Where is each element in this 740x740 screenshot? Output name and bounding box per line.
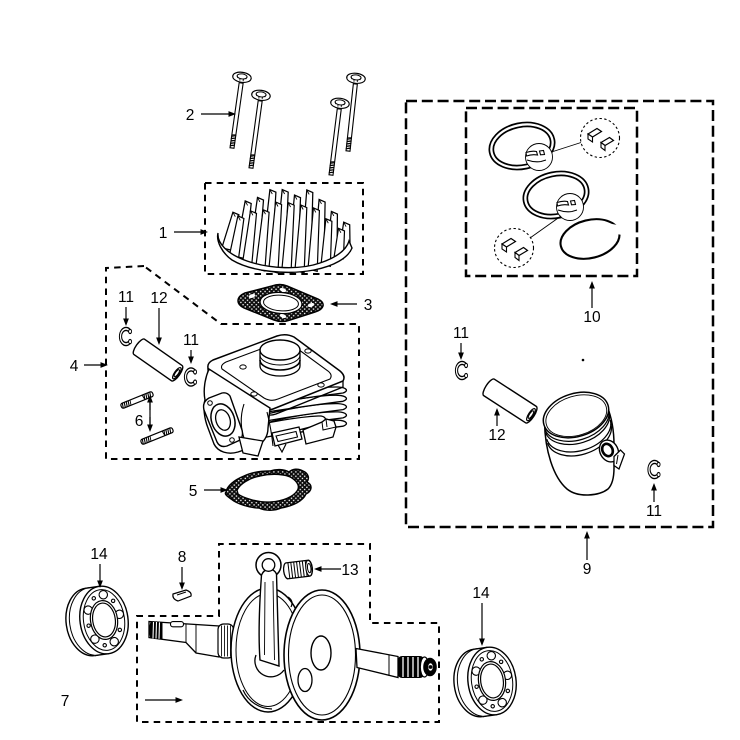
svg-text:1: 1 — [159, 225, 168, 242]
svg-text:10: 10 — [583, 309, 601, 326]
svg-text:3: 3 — [364, 297, 373, 314]
svg-text:4: 4 — [70, 358, 79, 375]
svg-text:14: 14 — [90, 546, 108, 563]
svg-text:12: 12 — [488, 427, 505, 444]
svg-text:7: 7 — [61, 693, 70, 710]
svg-text:14: 14 — [472, 585, 490, 602]
svg-text:11: 11 — [118, 289, 134, 306]
svg-text:6: 6 — [135, 413, 144, 430]
svg-text:11: 11 — [183, 332, 199, 349]
svg-text:9: 9 — [583, 561, 592, 578]
svg-text:11: 11 — [453, 325, 469, 342]
svg-text:8: 8 — [178, 549, 187, 566]
svg-text:2: 2 — [186, 107, 195, 124]
svg-text:12: 12 — [150, 290, 167, 307]
svg-text:5: 5 — [189, 483, 198, 500]
svg-text:11: 11 — [646, 503, 662, 520]
svg-text:13: 13 — [341, 562, 358, 579]
